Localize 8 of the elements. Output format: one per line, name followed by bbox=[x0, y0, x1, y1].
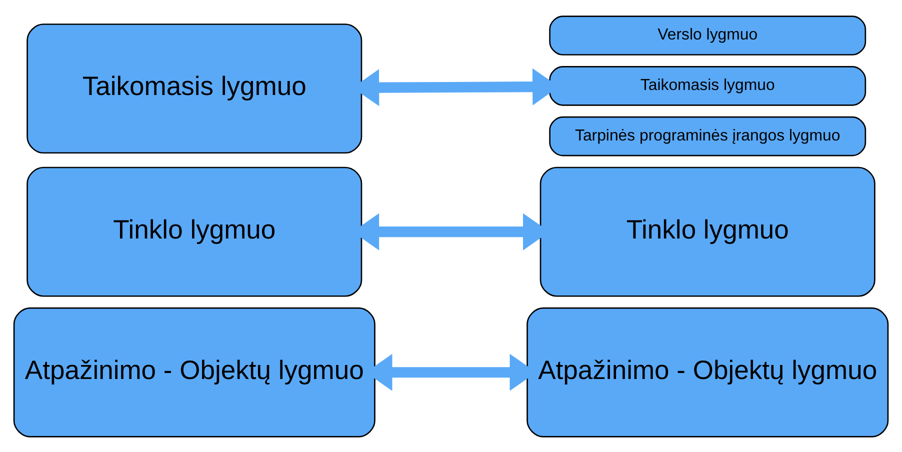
node-box: Taikomasis lygmuo bbox=[549, 66, 866, 106]
node-box: Atpažinimo - Objektų lygmuo bbox=[13, 306, 376, 437]
node-box: Tinklo lygmuo bbox=[26, 166, 362, 296]
node-box: Verslo lygmuo bbox=[549, 15, 866, 55]
node-box: Taikomasis lygmuo bbox=[26, 23, 362, 154]
node-box: Tinklo lygmuo bbox=[540, 166, 876, 296]
node-box: Tarpinės programinės įrangos lygmuo bbox=[549, 116, 866, 156]
node-box: Atpažinimo - Objektų lygmuo bbox=[526, 306, 889, 437]
